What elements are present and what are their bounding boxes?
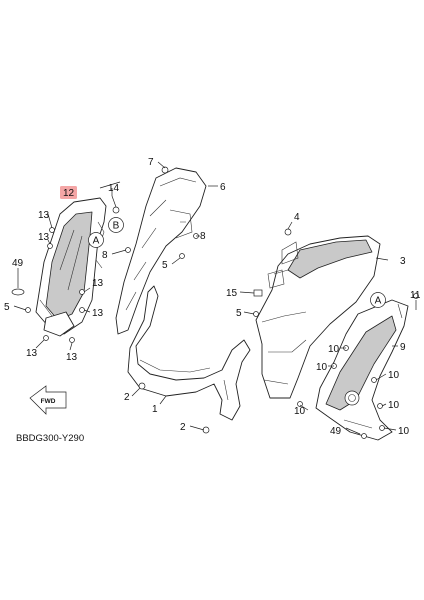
diagram-code: BBDG300-Y290 bbox=[16, 433, 84, 444]
callout-3: 3 bbox=[400, 256, 406, 267]
highlight-box bbox=[60, 186, 77, 199]
callout-10-d: 10 bbox=[388, 400, 400, 411]
callout-13-e: 13 bbox=[26, 348, 38, 359]
ref-a-right-label: A bbox=[375, 296, 382, 307]
callout-49-a: 49 bbox=[12, 258, 24, 269]
front-fender-panel bbox=[255, 235, 381, 399]
front-inner-panel bbox=[115, 167, 251, 421]
fwd-arrow: FWD bbox=[29, 385, 67, 415]
ref-circle-a-left: A bbox=[88, 232, 104, 248]
callout-10-f: 10 bbox=[398, 426, 410, 437]
callout-10-c: 10 bbox=[388, 370, 400, 381]
callout-49-b: 49 bbox=[330, 426, 342, 437]
callout-10-e: 10 bbox=[294, 406, 306, 417]
ref-circle-b: B bbox=[108, 217, 124, 233]
ref-a-left-label: A bbox=[93, 236, 100, 247]
ref-circle-a-right: A bbox=[370, 292, 386, 308]
callout-11: 11 bbox=[410, 290, 421, 301]
callout-12: 12 bbox=[63, 188, 75, 199]
callout-8-a: 8 bbox=[102, 250, 108, 261]
callout-14: 14 bbox=[108, 183, 120, 194]
fasteners bbox=[11, 166, 419, 439]
callout-2-a: 2 bbox=[124, 392, 130, 403]
callouts: 12 14 7 6 13 13 49 8 8 5 13 13 5 13 13 2… bbox=[4, 157, 421, 437]
callout-8-b: 8 bbox=[200, 231, 206, 242]
callout-2-b: 2 bbox=[180, 422, 186, 433]
callout-4: 4 bbox=[294, 212, 300, 223]
callout-15: 15 bbox=[226, 288, 238, 299]
callout-6: 6 bbox=[220, 182, 226, 193]
callout-13-c: 13 bbox=[92, 278, 104, 289]
callout-13-b: 13 bbox=[38, 232, 50, 243]
callout-10-a: 10 bbox=[328, 344, 340, 355]
callout-5-b: 5 bbox=[4, 302, 10, 313]
callout-13-f: 13 bbox=[66, 352, 78, 363]
callout-5-a: 5 bbox=[162, 260, 168, 271]
right-lower-panel bbox=[315, 299, 409, 441]
callout-13-d: 13 bbox=[92, 308, 104, 319]
callout-5-c: 5 bbox=[236, 308, 242, 319]
fwd-label: FWD bbox=[41, 398, 56, 405]
callout-7: 7 bbox=[148, 157, 154, 168]
callout-9: 9 bbox=[400, 342, 406, 353]
callout-10-b: 10 bbox=[316, 362, 328, 373]
callout-1: 1 bbox=[152, 404, 158, 415]
ref-b-label: B bbox=[113, 221, 120, 232]
callout-13-a: 13 bbox=[38, 210, 50, 221]
leader-lines bbox=[13, 161, 417, 435]
